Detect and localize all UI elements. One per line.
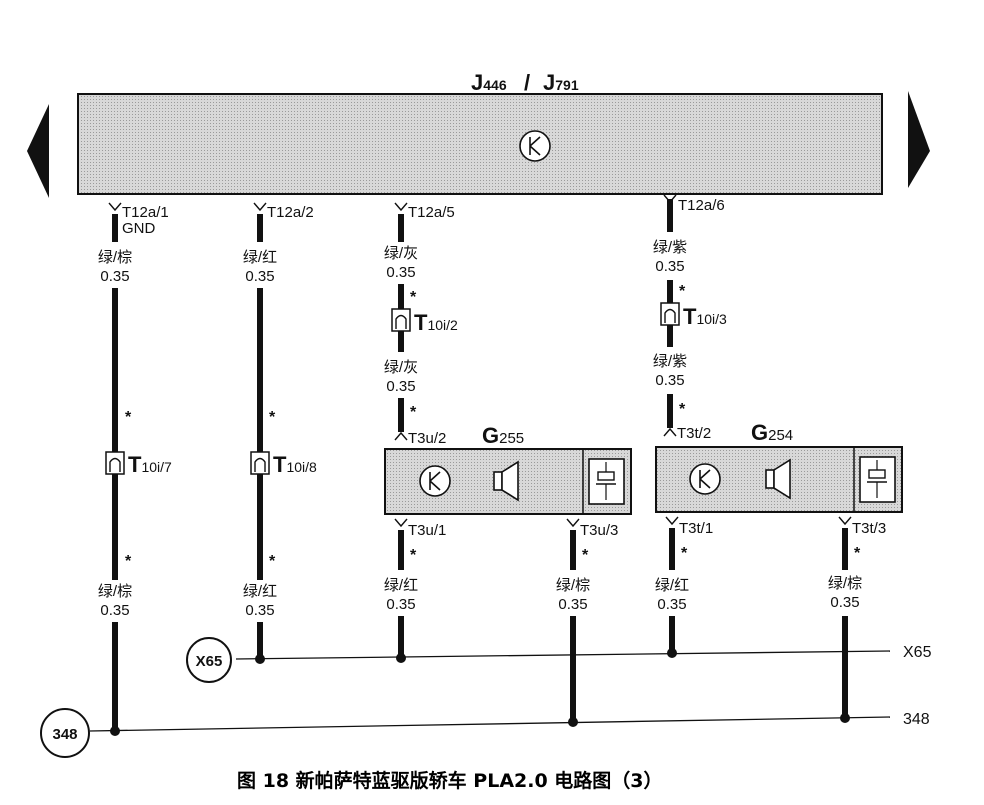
ground-point-label-348: 348 bbox=[52, 726, 77, 743]
module-body bbox=[77, 93, 883, 195]
k-diagnosis-icon bbox=[689, 463, 721, 495]
component-label-g254: G254 bbox=[751, 420, 793, 445]
asterisk-marker: * bbox=[679, 283, 686, 300]
wire-size-label: 0.35 bbox=[245, 602, 274, 619]
k-diagnosis-icon bbox=[519, 130, 551, 162]
connector-t10i-7: T10i/7 bbox=[105, 451, 172, 477]
asterisk-marker: * bbox=[125, 409, 132, 426]
module-title-separator: / bbox=[524, 70, 530, 95]
wire-size-label: 0.35 bbox=[655, 258, 684, 275]
asterisk-marker: * bbox=[410, 404, 417, 421]
wire-size-label: 0.35 bbox=[386, 596, 415, 613]
pin-label-t3u-2: T3u/2 bbox=[408, 430, 446, 447]
wire-size-label: 0.35 bbox=[245, 268, 274, 285]
pin-label-t12a-1: T12a/1 bbox=[122, 204, 169, 221]
pin-label-gnd: GND bbox=[122, 220, 156, 237]
bus-label-348: 348 bbox=[903, 711, 930, 728]
wire-color-label: 绿/紫 bbox=[653, 353, 687, 370]
svg-text:T10i/7: T10i/7 bbox=[128, 452, 172, 477]
wire-color-label: 绿/红 bbox=[243, 583, 277, 600]
component-g255: G255 bbox=[384, 423, 632, 515]
wire-color-label: 绿/棕 bbox=[828, 575, 862, 592]
component-label-g255: G255 bbox=[482, 423, 524, 448]
ground-bus-x65: X65 X65 bbox=[186, 637, 932, 683]
battery-backup-icon bbox=[859, 456, 896, 503]
svg-text:T10i/8: T10i/8 bbox=[273, 452, 317, 477]
svg-text:T10i/3: T10i/3 bbox=[683, 304, 727, 329]
asterisk-marker: * bbox=[269, 553, 276, 570]
wire-color-label: 绿/灰 bbox=[384, 245, 418, 262]
wire-size-label: 0.35 bbox=[386, 264, 415, 281]
continuation-arrow-right bbox=[908, 91, 930, 188]
wire-color-label: 绿/棕 bbox=[556, 577, 590, 594]
pin-arrows bbox=[108, 194, 852, 528]
wire-size-label: 0.35 bbox=[386, 378, 415, 395]
continuation-arrow-left bbox=[27, 104, 49, 198]
asterisk-marker: * bbox=[854, 545, 861, 562]
wire-color-label: 绿/红 bbox=[243, 249, 277, 266]
wire-color-label: 绿/棕 bbox=[98, 583, 132, 600]
control-unit-j446-j791: J446 / J791 bbox=[27, 70, 930, 198]
wires bbox=[112, 199, 848, 731]
wire-size-label: 0.35 bbox=[100, 602, 129, 619]
pin-label-t3t-3: T3t/3 bbox=[852, 520, 886, 537]
k-diagnosis-icon bbox=[419, 465, 451, 497]
asterisk-marker: * bbox=[125, 553, 132, 570]
wire-size-label: 0.35 bbox=[655, 372, 684, 389]
wire-color-label: 绿/灰 bbox=[384, 359, 418, 376]
wire-size-label: 0.35 bbox=[830, 594, 859, 611]
svg-text:T10i/2: T10i/2 bbox=[414, 310, 458, 335]
asterisk-marker: * bbox=[269, 409, 276, 426]
wire-color-label: 绿/紫 bbox=[653, 239, 687, 256]
wire-size-label: 0.35 bbox=[657, 596, 686, 613]
asterisk-marker: * bbox=[410, 547, 417, 564]
asterisk-marker: * bbox=[582, 547, 589, 564]
wire-size-label: 0.35 bbox=[558, 596, 587, 613]
pin-label-t12a-5: T12a/5 bbox=[408, 204, 455, 221]
ground-point-label-x65: X65 bbox=[196, 653, 223, 670]
pin-label-t3t-1: T3t/1 bbox=[679, 520, 713, 537]
component-g254: G254 bbox=[655, 420, 903, 513]
battery-backup-icon bbox=[588, 458, 625, 505]
connector-t10i-3: T10i/3 bbox=[660, 302, 727, 329]
wire-size-label: 0.35 bbox=[100, 268, 129, 285]
module-title-j446: J446 bbox=[471, 70, 507, 95]
pin-label-t3u-1: T3u/1 bbox=[408, 522, 446, 539]
speaker-icon bbox=[765, 458, 791, 500]
pin-label-t3t-2: T3t/2 bbox=[677, 425, 711, 442]
wire-color-label: 绿/红 bbox=[384, 577, 418, 594]
module-title-j791: J791 bbox=[543, 70, 579, 95]
speaker-icon bbox=[493, 460, 519, 502]
wire-color-label: 绿/红 bbox=[655, 577, 689, 594]
connector-t10i-8: T10i/8 bbox=[250, 451, 317, 477]
asterisk-marker: * bbox=[410, 289, 417, 306]
pin-label-t3u-3: T3u/3 bbox=[580, 522, 618, 539]
asterisk-marker: * bbox=[681, 545, 688, 562]
wire-color-label: 绿/棕 bbox=[98, 249, 132, 266]
pin-label-t12a-2: T12a/2 bbox=[267, 204, 314, 221]
asterisk-marker: * bbox=[679, 401, 686, 418]
bus-label-x65: X65 bbox=[903, 644, 932, 661]
figure-caption: 图 18 新帕萨特蓝驱版轿车 PLA2.0 电路图（3） bbox=[237, 769, 663, 792]
ground-bus-348: 348 348 bbox=[40, 708, 930, 758]
pin-label-t12a-6: T12a/6 bbox=[678, 197, 725, 214]
connector-t10i-2: T10i/2 bbox=[391, 308, 458, 335]
